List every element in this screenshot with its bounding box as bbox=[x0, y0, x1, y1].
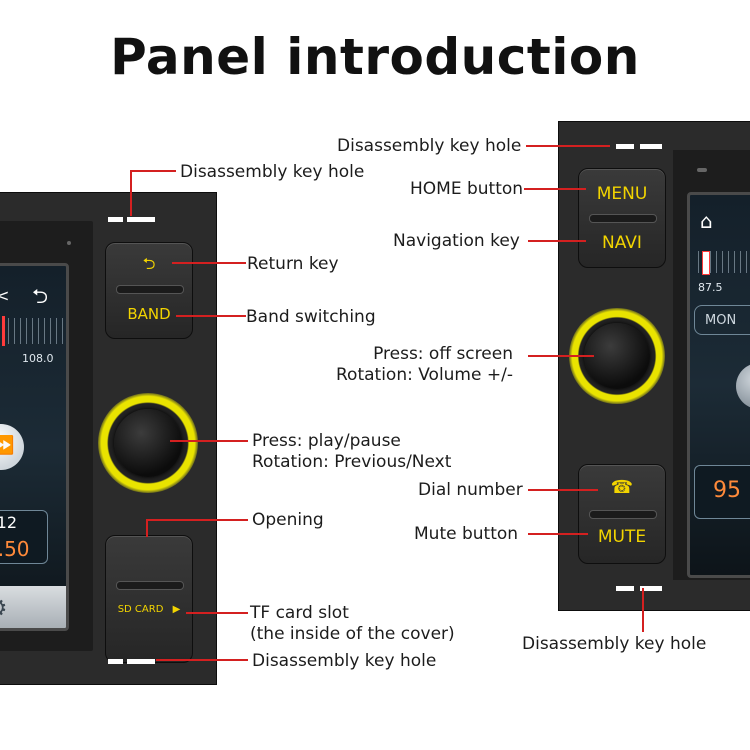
right-top-key-hole-2 bbox=[640, 144, 662, 149]
left-touch-screen[interactable]: < ⮌ 108.0 ⏩ P12 7.50 ⚙ bbox=[0, 263, 69, 631]
return-key-icon[interactable]: ⮌ bbox=[142, 254, 156, 273]
callout-line bbox=[130, 170, 132, 216]
left-bottom-bar: ⚙ bbox=[0, 586, 66, 628]
left-freq-value: 7.50 bbox=[0, 537, 30, 561]
right-play-button[interactable] bbox=[736, 363, 750, 409]
callout-line bbox=[528, 533, 588, 535]
callout-tf-card-slot-1: TF card slot bbox=[250, 603, 349, 623]
callout-line bbox=[526, 145, 610, 147]
callout-line bbox=[170, 440, 248, 442]
callout-left-disassembly-top: Disassembly key hole bbox=[180, 162, 365, 182]
right-head-unit: ⌂ 87.5 MON 95 MENU NAVI ☎ MUTE bbox=[558, 121, 750, 611]
band-button[interactable]: BAND bbox=[127, 305, 171, 323]
left-screen-back-icon[interactable]: ⮌ bbox=[32, 284, 49, 308]
callout-home-button: HOME button bbox=[410, 179, 524, 199]
right-freq-box: 95 bbox=[694, 465, 750, 519]
callout-right-knob-rotation: Rotation: Volume +/- bbox=[336, 365, 513, 385]
callout-left-disassembly-bottom: Disassembly key hole bbox=[252, 651, 437, 671]
left-play-button[interactable]: ⏩ bbox=[0, 424, 24, 470]
callout-tf-card-slot: TF card slot (the inside of the cover) bbox=[250, 603, 455, 645]
callout-line bbox=[130, 170, 176, 172]
right-lower-slot bbox=[589, 510, 657, 519]
callout-line bbox=[528, 355, 594, 357]
menu-button[interactable]: MENU bbox=[596, 184, 648, 204]
right-indicator-dots bbox=[697, 168, 707, 172]
left-lower-slot bbox=[116, 581, 184, 590]
callout-return-key: Return key bbox=[247, 254, 339, 274]
page-title: Panel introduction bbox=[110, 28, 640, 86]
right-freq-value: 95 bbox=[713, 478, 741, 503]
sd-card-arrow-icon: ▶ bbox=[172, 604, 181, 615]
callout-line bbox=[642, 588, 644, 632]
navi-button[interactable]: NAVI bbox=[602, 233, 642, 253]
sd-card-text: SD CARD bbox=[117, 604, 164, 615]
callout-mute-button: Mute button bbox=[414, 524, 519, 544]
left-indicator-dot bbox=[67, 241, 71, 245]
right-freq-scale-label: 87.5 bbox=[698, 281, 723, 294]
callout-line bbox=[172, 262, 246, 264]
sd-card-slot-label[interactable]: SD CARD ▶ bbox=[106, 604, 192, 615]
left-preset-label: P12 bbox=[0, 513, 18, 532]
callout-line bbox=[146, 519, 248, 521]
fast-forward-icon: ⏩ bbox=[0, 435, 14, 456]
right-touch-screen[interactable]: ⌂ 87.5 MON 95 bbox=[687, 192, 750, 578]
right-freq-marker bbox=[702, 251, 710, 275]
callout-left-knob-rotation: Rotation: Previous/Next bbox=[252, 452, 452, 472]
left-upper-slot bbox=[116, 285, 184, 294]
right-bottom-key-hole bbox=[616, 586, 634, 591]
right-mode-label: MON bbox=[705, 313, 737, 328]
callout-right-knob: Press: off screen Rotation: Volume +/- bbox=[336, 344, 513, 386]
right-bottom-key-hole-2 bbox=[640, 586, 662, 591]
callout-right-knob-press: Press: off screen bbox=[373, 344, 513, 364]
left-lower-button-panel: SD CARD ▶ bbox=[105, 535, 193, 663]
right-mode-button[interactable]: MON bbox=[694, 305, 750, 335]
phone-icon[interactable]: ☎ bbox=[610, 477, 634, 498]
callout-left-knob-press: Press: play/pause bbox=[252, 431, 401, 451]
callout-left-knob: Press: play/pause Rotation: Previous/Nex… bbox=[252, 431, 451, 473]
callout-dial-number: Dial number bbox=[418, 480, 523, 500]
home-icon[interactable]: ⌂ bbox=[700, 209, 713, 233]
left-screen-prev-icon[interactable]: < bbox=[0, 286, 9, 305]
callout-line bbox=[156, 659, 248, 661]
right-lower-button-panel: ☎ MUTE bbox=[578, 464, 666, 564]
right-top-key-hole bbox=[616, 144, 634, 149]
left-upper-button-panel: ⮌ BAND bbox=[105, 242, 193, 339]
callout-line bbox=[146, 519, 148, 537]
right-volume-knob[interactable] bbox=[584, 323, 650, 389]
left-freq-marker bbox=[2, 316, 5, 346]
left-bottom-key-hole bbox=[108, 659, 123, 664]
left-preset-box: P12 7.50 bbox=[0, 510, 48, 564]
callout-line bbox=[524, 188, 586, 190]
left-freq-scale-bar bbox=[0, 318, 66, 344]
left-play-pause-knob[interactable] bbox=[114, 409, 182, 477]
callout-opening: Opening bbox=[252, 510, 324, 530]
left-head-unit: < ⮌ 108.0 ⏩ P12 7.50 ⚙ ⮌ BAND SD CARD ▶ bbox=[0, 192, 217, 685]
mute-button[interactable]: MUTE bbox=[597, 527, 647, 547]
right-upper-slot bbox=[589, 214, 657, 223]
callout-band-switching: Band switching bbox=[246, 307, 376, 327]
callout-tf-card-slot-2: (the inside of the cover) bbox=[250, 624, 455, 644]
callout-right-disassembly-bottom: Disassembly key hole bbox=[522, 634, 707, 654]
left-top-key-hole bbox=[108, 217, 123, 222]
callout-line bbox=[186, 612, 248, 614]
callout-line bbox=[528, 240, 586, 242]
left-bottom-key-hole-2 bbox=[127, 659, 155, 664]
left-top-key-hole-2 bbox=[127, 217, 155, 222]
settings-icon[interactable]: ⚙ bbox=[0, 594, 8, 622]
callout-right-disassembly-top: Disassembly key hole bbox=[337, 136, 522, 156]
callout-line bbox=[528, 489, 598, 491]
callout-navigation-key: Navigation key bbox=[393, 231, 520, 251]
left-freq-scale-label: 108.0 bbox=[22, 352, 54, 365]
callout-line bbox=[176, 315, 246, 317]
right-upper-button-panel: MENU NAVI bbox=[578, 168, 666, 268]
right-freq-scale-bar bbox=[698, 251, 750, 273]
